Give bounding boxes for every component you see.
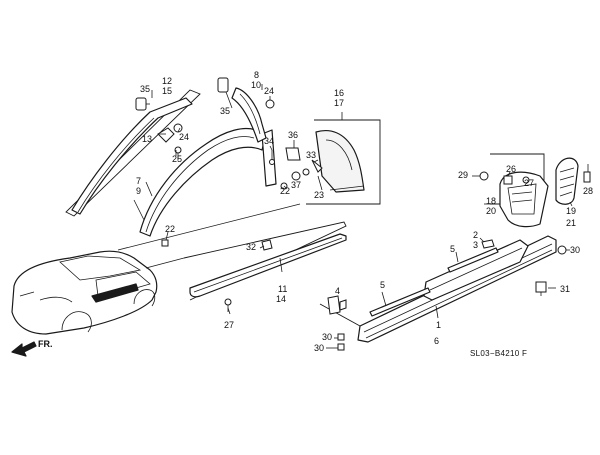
callout-28: 28 xyxy=(583,186,593,196)
callout-17: 17 xyxy=(334,98,344,108)
callout-24: 24 xyxy=(264,86,274,96)
callout-25: 25 xyxy=(172,154,182,164)
callout-27: 27 xyxy=(224,320,234,330)
side-sill-group xyxy=(319,235,557,343)
screw-34 xyxy=(269,150,275,165)
clip-29 xyxy=(479,171,489,181)
callout-31: 31 xyxy=(560,284,570,294)
callout-24: 24 xyxy=(179,132,189,142)
callout-22: 22 xyxy=(165,224,175,234)
clip-30-small xyxy=(337,333,345,351)
callout-23: 23 xyxy=(314,190,324,200)
car-outline xyxy=(11,250,158,335)
windshield-molding-group xyxy=(65,89,277,237)
callout-21: 21 xyxy=(566,218,576,228)
callout-30: 30 xyxy=(570,245,580,255)
intake-garnish-box xyxy=(490,153,549,228)
screw-25 xyxy=(174,146,182,160)
door-sill-molding-box xyxy=(183,221,347,312)
callout-36: 36 xyxy=(288,130,298,140)
callout-1: 1 xyxy=(436,320,441,330)
callout-26: 26 xyxy=(506,164,516,174)
direction-label: FR. xyxy=(38,339,53,349)
callout-19: 19 xyxy=(566,206,576,216)
callout-30: 30 xyxy=(322,332,332,342)
clip-37 xyxy=(291,171,301,181)
clip-28 xyxy=(583,171,591,183)
callout-18: 18 xyxy=(486,196,496,206)
callout-22: 22 xyxy=(280,186,290,196)
callout-11: 11 xyxy=(278,284,287,294)
leader-lines xyxy=(145,84,589,349)
callout-6: 6 xyxy=(434,336,439,346)
callout-7: 7 xyxy=(136,176,141,186)
callout-3: 3 xyxy=(473,240,478,250)
clip-35-left xyxy=(135,97,150,111)
callout-15: 15 xyxy=(162,86,172,96)
quarter-trim-box xyxy=(302,119,381,205)
drawing-code: SL03−B4210 F xyxy=(470,349,527,358)
callout-5: 5 xyxy=(380,280,385,290)
front-direction-arrow: FR. xyxy=(11,339,53,357)
callout-37: 37 xyxy=(291,180,301,190)
callout-8: 8 xyxy=(254,70,259,80)
callout-16: 16 xyxy=(334,88,344,98)
callout-32: 32 xyxy=(246,242,256,252)
callout-5: 5 xyxy=(450,244,455,254)
callout-12: 12 xyxy=(162,76,172,86)
car-leader-lines xyxy=(117,203,301,269)
callout-29: 29 xyxy=(458,170,468,180)
callout-labels: 12 15 35 13 24 25 7 9 22 8 10 35 24 36 3… xyxy=(136,70,593,353)
callout-13: 13 xyxy=(142,134,152,144)
callout-27: 27 xyxy=(524,178,534,188)
clip-36 xyxy=(285,147,301,161)
callout-35: 35 xyxy=(220,106,230,116)
clip-4 xyxy=(327,295,347,315)
bolt-31 xyxy=(535,281,547,296)
callout-34: 34 xyxy=(264,136,274,146)
screw-24-left xyxy=(173,123,183,133)
callout-9: 9 xyxy=(136,186,141,196)
callout-14: 14 xyxy=(276,294,286,304)
clip-30-right xyxy=(557,245,567,255)
callout-4: 4 xyxy=(335,286,340,296)
intake-grille-19 xyxy=(555,157,579,205)
callout-30: 30 xyxy=(314,343,324,353)
screw-22-left xyxy=(161,239,169,247)
fastener-13 xyxy=(157,127,175,143)
callout-2: 2 xyxy=(473,230,478,240)
callout-20: 20 xyxy=(486,206,496,216)
callout-10: 10 xyxy=(251,80,261,90)
callout-35: 35 xyxy=(140,84,150,94)
callout-33: 33 xyxy=(306,150,316,160)
